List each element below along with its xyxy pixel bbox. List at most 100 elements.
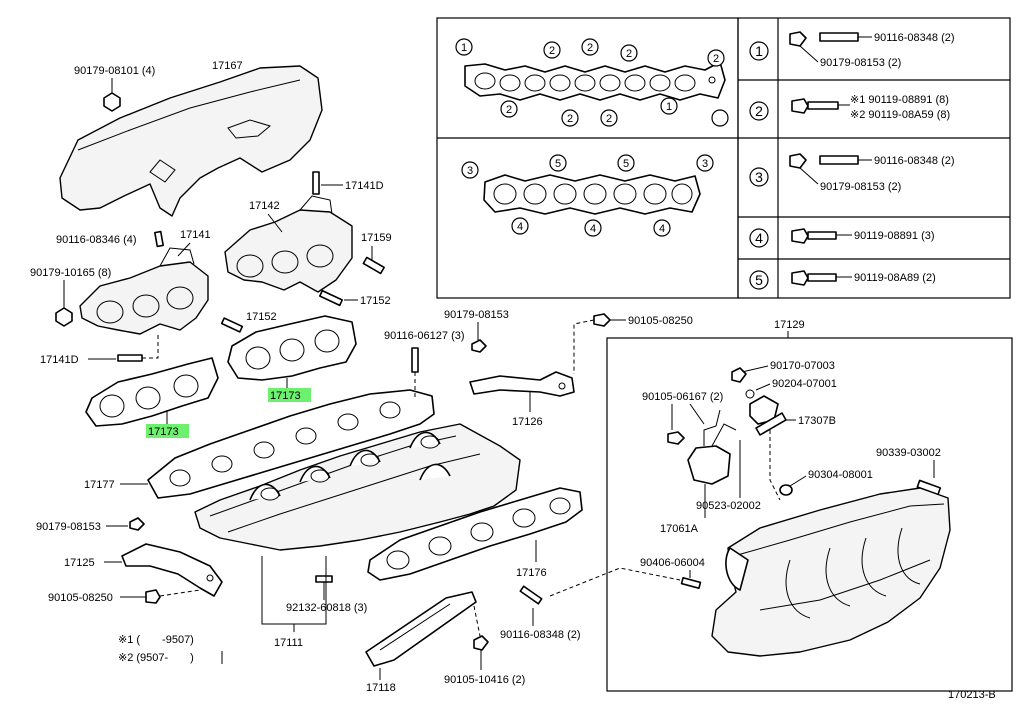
label-90339-03002: 90339-03002 — [876, 447, 941, 459]
svg-text:4: 4 — [517, 221, 523, 233]
intake-plenum — [711, 487, 951, 657]
svg-text:※1 90119-08891 (8): ※1 90119-08891 (8) — [850, 94, 949, 106]
svg-text:2: 2 — [567, 113, 573, 125]
intake-gasket-17176 — [367, 487, 583, 581]
label-17142: 17142 — [249, 200, 280, 212]
label-90304-08001: 90304-08001 — [808, 469, 873, 481]
nut-icon — [129, 517, 145, 531]
label-90105-06167: 90105-06167 (2) — [642, 391, 723, 403]
intake-manifold-17111 — [194, 423, 521, 551]
svg-text:3: 3 — [755, 169, 763, 185]
gasket-upper-markers: 1 2 2 2 2 2 2 1 2 — [455, 38, 729, 127]
stud-icon — [680, 576, 702, 590]
stay-17118 — [365, 591, 477, 667]
label-90105-08250-a: 90105-08250 — [628, 315, 693, 327]
svg-text:5: 5 — [755, 272, 763, 288]
stud-icon — [315, 575, 333, 583]
svg-text:2: 2 — [606, 113, 612, 125]
label-90523-02002: 90523-02002 — [696, 500, 761, 512]
svg-text:2: 2 — [587, 42, 593, 54]
fastener-row-2: 2 ※1 90119-08891 (8) ※2 90119-08A59 (8) — [749, 94, 950, 121]
plenum-box — [606, 337, 1013, 692]
label-90170-07003: 90170-07003 — [770, 360, 835, 372]
vsv-17061A — [687, 409, 737, 485]
label-17125: 17125 — [64, 557, 95, 569]
label-90116-08348: 90116-08348 (2) — [500, 629, 581, 641]
gasket-lower-markers: 3 5 5 3 4 4 4 — [461, 154, 714, 237]
stud-icon — [411, 347, 419, 373]
label-17061A: 17061A — [660, 523, 699, 535]
gasket-panel: 1 2 2 2 2 2 2 1 2 3 5 5 3 4 — [436, 17, 739, 299]
svg-text:2: 2 — [626, 48, 632, 60]
label-17176: 17176 — [516, 567, 547, 579]
label-17141D-a: 17141D — [345, 180, 384, 192]
label-90105-08250-b: 90105-08250 — [48, 592, 113, 604]
svg-text:5: 5 — [555, 158, 561, 170]
nut-icon — [471, 339, 487, 353]
svg-text:4: 4 — [659, 223, 665, 235]
gasket-ring-icon — [779, 484, 793, 496]
bracket-17125 — [121, 543, 223, 597]
label-17159: 17159 — [361, 232, 392, 244]
svg-text:2: 2 — [506, 104, 512, 116]
gasket-upper — [464, 61, 726, 101]
svg-text:1: 1 — [755, 43, 763, 59]
label-17177: 17177 — [84, 479, 115, 491]
bracket-17126 — [469, 371, 575, 397]
legend-mark1: ※1 ( -9507) — [118, 634, 194, 646]
fastener-table: 1 90116-08348 (2) 90179-08153 (2) 2 ※1 9… — [737, 17, 1011, 299]
nut-icon — [731, 367, 747, 383]
highlight-17173-b — [146, 424, 189, 438]
svg-text:1: 1 — [461, 42, 467, 54]
bolt-icon — [473, 635, 489, 651]
svg-text:3: 3 — [467, 165, 473, 177]
label-90406-06004: 90406-06004 — [640, 557, 705, 569]
svg-text:90116-08348 (2): 90116-08348 (2) — [874, 155, 955, 167]
label-90116-06127: 90116-06127 (3) — [384, 330, 465, 342]
stud-icon — [312, 171, 320, 195]
svg-text:90179-08153 (2): 90179-08153 (2) — [820, 181, 901, 193]
label-90179-08101: 90179-08101 (4) — [74, 65, 155, 77]
label-17118: 17118 — [366, 682, 396, 694]
label-90179-08153-a: 90179-08153 — [444, 309, 509, 321]
label-17152-a: 17152 — [360, 295, 391, 307]
svg-text:90119-08891 (3): 90119-08891 (3) — [854, 230, 935, 242]
svg-text:4: 4 — [755, 230, 763, 246]
label-17141: 17141 — [180, 229, 211, 241]
diagram-code: 170213-B — [948, 689, 996, 701]
label-90105-10416: 90105-10416 (2) — [444, 674, 525, 686]
svg-text:※2 90119-08A59 (8): ※2 90119-08A59 (8) — [850, 109, 950, 121]
stud-icon — [519, 585, 543, 605]
label-17167: 17167 — [212, 60, 243, 72]
svg-text:5: 5 — [623, 158, 629, 170]
fastener-row-5: 5 90119-08A89 (2) — [749, 270, 936, 290]
exhaust-manifold-lower — [79, 247, 209, 335]
bolt-icon — [593, 313, 611, 327]
label-17173-b: 17173 — [148, 426, 179, 438]
bolt-icon — [755, 412, 787, 436]
fastener-row-4: 4 90119-08891 (3) — [749, 228, 935, 248]
label-17141D-b: 17141D — [40, 354, 79, 366]
label-17173-a: 17173 — [270, 390, 301, 402]
nut-icon — [103, 92, 121, 112]
svg-text:2: 2 — [713, 53, 719, 65]
svg-text:90116-08348 (2): 90116-08348 (2) — [874, 32, 955, 44]
exhaust-manifold-upper — [224, 195, 353, 293]
nut-icon — [55, 307, 73, 327]
bolt-icon — [667, 431, 685, 445]
label-90116-08346: 90116-08346 (4) — [56, 234, 137, 246]
washer-icon — [745, 389, 755, 399]
heat-insulator — [59, 65, 323, 217]
svg-text:90179-08153 (2): 90179-08153 (2) — [820, 57, 901, 69]
stud-icon — [117, 354, 143, 362]
highlight-17173-a — [268, 388, 311, 402]
fastener-row-3: 3 90116-08348 (2) 90179-08153 (2) — [749, 153, 955, 193]
label-17111: 17111 — [274, 637, 303, 649]
svg-text:1: 1 — [666, 101, 672, 113]
svg-text:90119-08A89 (2): 90119-08A89 (2) — [854, 272, 936, 284]
exhaust-gasket-left — [85, 357, 219, 427]
legend-mark2: ※2 (9507- ) — [118, 652, 194, 664]
label-17129: 17129 — [774, 319, 805, 331]
